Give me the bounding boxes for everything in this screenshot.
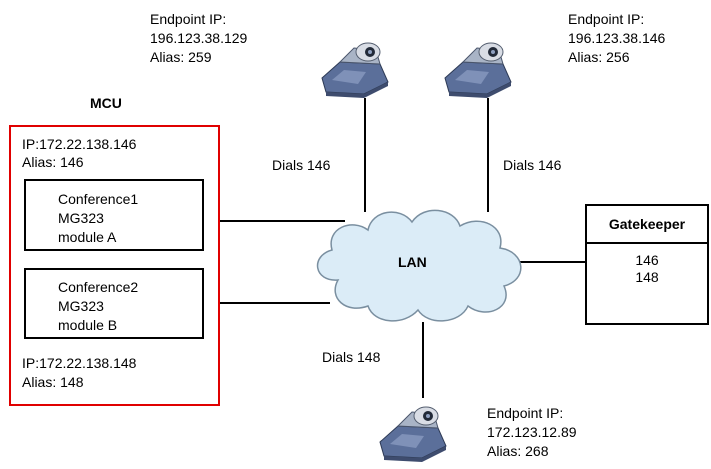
- video-conference-unit-icon: [379, 406, 447, 462]
- conference1-device: MG323: [58, 210, 104, 226]
- gatekeeper-entry: 148: [635, 269, 659, 285]
- mcu-box: [9, 125, 220, 406]
- gatekeeper-entry: 146: [635, 252, 659, 268]
- endpoint3-dial: Dials 148: [322, 349, 381, 365]
- lan-cloud-icon: [316, 209, 522, 322]
- mcu-ip-top: IP:172.22.138.146: [22, 136, 137, 152]
- endpoint2-alias: Alias: 256: [568, 49, 630, 65]
- endpoint3-ip: 172.123.12.89: [487, 424, 577, 440]
- video-conference-unit-icon: [321, 42, 389, 98]
- conference2-box: Conference2 MG323 module B: [24, 268, 204, 339]
- conference1-box: Conference1 MG323 module A: [24, 179, 204, 251]
- endpoint1-ip: 196.123.38.129: [150, 30, 248, 46]
- endpoint2-title: Endpoint IP:: [568, 11, 645, 27]
- gatekeeper-title: Gatekeeper: [587, 206, 707, 244]
- gatekeeper-entries: 146 148: [587, 252, 707, 286]
- endpoint2-dial: Dials 146: [503, 157, 562, 173]
- endpoint1-alias: Alias: 259: [150, 49, 212, 65]
- mcu-title: MCU: [90, 95, 122, 111]
- mcu-ip-bottom: IP:172.22.138.148: [22, 355, 137, 371]
- endpoint3-alias: Alias: 268: [487, 443, 549, 459]
- conference1-name: Conference1: [58, 191, 139, 207]
- endpoint3-title: Endpoint IP:: [487, 405, 564, 421]
- video-conference-unit-icon: [444, 42, 512, 98]
- mcu-alias-bottom: Alias: 148: [22, 374, 84, 390]
- gatekeeper-box: Gatekeeper 146 148: [585, 204, 709, 325]
- endpoint2-ip: 196.123.38.146: [568, 30, 666, 46]
- lan-label: LAN: [398, 254, 427, 270]
- conference2-device: MG323: [58, 298, 104, 314]
- endpoint1-dial: Dials 146: [272, 157, 331, 173]
- conference1-module: module A: [58, 229, 117, 245]
- conference2-name: Conference2: [58, 279, 139, 295]
- mcu-alias-top: Alias: 146: [22, 154, 84, 170]
- endpoint1-title: Endpoint IP:: [150, 11, 227, 27]
- conference2-module: module B: [58, 317, 118, 333]
